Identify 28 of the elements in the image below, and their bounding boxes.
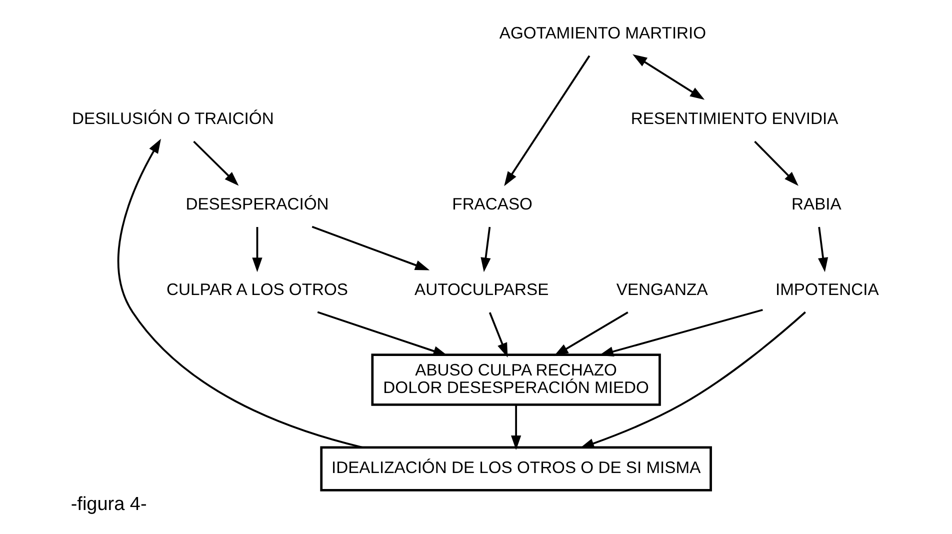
arrow xyxy=(511,405,522,450)
node-text: DESILUSIÓN O TRAICIÓN xyxy=(72,109,274,128)
arrow xyxy=(480,226,491,272)
node-text: RABIA xyxy=(792,194,842,214)
arrow xyxy=(118,138,363,448)
arrow xyxy=(317,311,448,356)
node-box: IDEALIZACIÓN DE LOS OTROS O DE SI MISMA xyxy=(320,446,712,492)
arrow xyxy=(818,226,828,272)
arrow xyxy=(504,55,590,186)
arrow xyxy=(554,311,628,356)
arrow xyxy=(632,54,705,100)
node-text: AGOTAMIENTO MARTIRIO xyxy=(499,24,706,43)
node-text: CULPAR A LOS OTROS xyxy=(166,280,348,300)
node-text: RESENTIMIENTO ENVIDIA xyxy=(630,109,838,128)
caption: -figura 4- xyxy=(70,494,147,516)
arrow xyxy=(754,140,798,186)
arrow xyxy=(193,140,239,186)
node-text: DESESPERACIÓN xyxy=(186,194,329,214)
node-text: IMPOTENCIA xyxy=(775,280,879,300)
node-text: AUTOCULPARSE xyxy=(414,280,549,300)
arrow xyxy=(252,227,262,272)
node-box: ABUSO CULPA RECHAZO DOLOR DESESPERACIÓN MIEDO xyxy=(371,354,661,406)
node-text: FRACASO xyxy=(452,194,532,214)
arrow xyxy=(598,308,763,356)
arrow xyxy=(488,312,508,358)
arrow xyxy=(312,226,430,270)
node-text: VENGANZA xyxy=(616,280,708,300)
arrow xyxy=(580,311,806,448)
